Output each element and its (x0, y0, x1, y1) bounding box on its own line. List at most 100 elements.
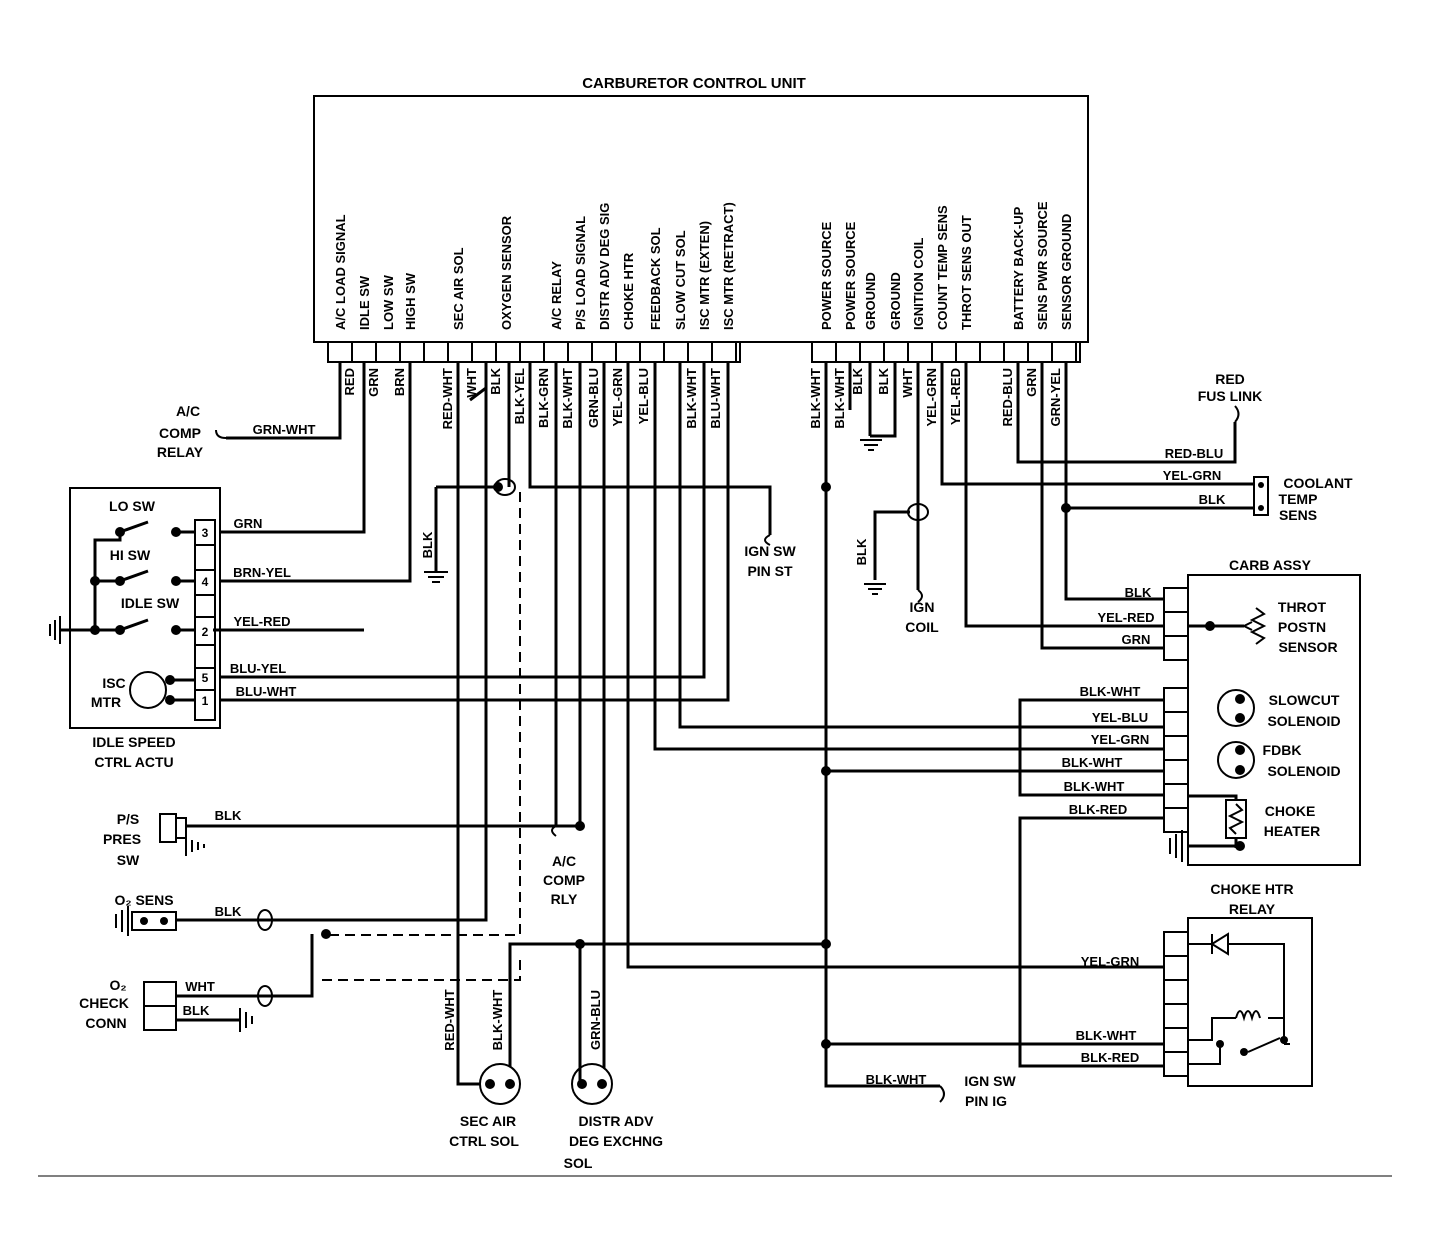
ac-comp-relay: A/C COMP RELAY GRN-WHT (157, 403, 316, 460)
switch-contacts (119, 520, 195, 632)
o2-sens: O₂ SENS BLK (114, 892, 242, 936)
carb-wire-blk-wht-3: BLK-WHT (1064, 779, 1125, 794)
wire-brn-yel: BRN-YEL (233, 565, 291, 580)
ign-coil: BLK IGN COIL (854, 538, 939, 635)
pin-label-left-8: DISTR ADV DEG SIG (597, 203, 612, 330)
wire-label-top-left-5: BLK (488, 367, 503, 394)
idle-speed-ctrl-actu: LO SW HI SW IDLE SW 3 4 2 5 1 ISC MTR ID… (49, 487, 364, 770)
control-unit-title: CARBURETOR CONTROL UNIT (582, 75, 806, 92)
coolant-1: COOLANT (1283, 475, 1353, 491)
ign-coil-ground-label: BLK (854, 538, 869, 565)
pin-label-right-4: IGNITION COIL (911, 238, 926, 331)
carb-wire-yel-red: YEL-RED (1097, 610, 1154, 625)
ps-label-2: PRES (103, 831, 141, 847)
idle-sw-label: IDLE SW (121, 595, 180, 611)
distr-adv-label-3: SOL (564, 1155, 593, 1171)
coolant-blk: BLK (1199, 492, 1226, 507)
fus-link-wire: RED-BLU (1165, 446, 1224, 461)
o2-check-1: O₂ (109, 977, 126, 993)
ign-sw-pin-st: IGN SW PIN ST (744, 534, 796, 579)
wire-label-top-right-5: YEL-GRN (924, 368, 939, 427)
carb-wire-grn: GRN (1122, 632, 1151, 647)
wire-label-top-right-2: BLK (850, 367, 865, 394)
fus-link-2: FUS LINK (1198, 388, 1263, 404)
pin-1: 1 (202, 694, 209, 708)
o2-check-wht: WHT (185, 979, 215, 994)
choke-htr-relay: CHOKE HTR RELAY YEL-GRN BLK-WHT BLK-RED (1076, 881, 1313, 1087)
pin-label-left-7: P/S LOAD SIGNAL (573, 216, 588, 330)
ac-comp-rly: A/C COMP RLY (543, 825, 585, 907)
throt-3: SENSOR (1278, 639, 1337, 655)
ac-rly-2: COMP (543, 872, 585, 888)
pin-label-left-4: SEC AIR SOL (451, 247, 466, 330)
ac-rly-1: A/C (552, 853, 576, 869)
pin-label-left-5: OXYGEN SENSOR (499, 215, 514, 330)
ac-comp-relay-label-2: COMP (159, 425, 201, 441)
sec-air-sol-icon (479, 1063, 521, 1105)
fdbk-2: SOLENOID (1267, 763, 1340, 779)
wire-label-top-right-1: BLK-WHT (832, 368, 847, 429)
choke-relay-title-2: RELAY (1229, 901, 1276, 917)
ac-relay-connector-icon (215, 429, 227, 439)
o2-sens-label: O₂ SENS (114, 892, 173, 908)
coolant-sens-icon (1253, 476, 1269, 516)
distr-adv-label-1: DISTR ADV (579, 1113, 655, 1129)
wire-label-top-left-13: BLU-WHT (708, 368, 723, 429)
wire-label-top-left-7: BLK-GRN (536, 368, 551, 428)
ps-label-3: SW (117, 852, 140, 868)
wire-label-top-left-9: GRN-BLU (586, 368, 601, 428)
throt-1: THROT (1278, 599, 1327, 615)
blk-ground-label: BLK (420, 531, 435, 558)
pin-4: 4 (202, 575, 209, 589)
distr-adv-label-2: DEG EXCHNG (569, 1133, 663, 1149)
connector-cells (327, 341, 1081, 363)
fdbk-1: FDBK (1263, 742, 1302, 758)
wire-label-top-left-3: RED-WHT (440, 368, 455, 429)
control-unit-box (313, 95, 1089, 343)
wire-label-top-left-1: GRN (366, 368, 381, 397)
wire-blu-wht: BLU-WHT (236, 684, 297, 699)
coolant-2: TEMP (1279, 491, 1318, 507)
pin-label-right-1: POWER SOURCE (843, 221, 858, 330)
o2-check-2: CHECK (79, 995, 129, 1011)
pin-label-left-12: ISC MTR (EXTEN) (697, 221, 712, 330)
sec-air-ctrl-sol: RED-WHT BLK-WHT SEC AIR CTRL SOL (442, 989, 521, 1149)
pin-label-left-13: ISC MTR (RETRACT) (721, 202, 736, 330)
coolant-temp-sens: COOLANT TEMP SENS YEL-GRN BLK (1163, 468, 1353, 523)
relay-coil-icon (1235, 1010, 1261, 1022)
wire-label-top-left-10: YEL-GRN (610, 368, 625, 427)
isc-label: ISC (102, 675, 125, 691)
distr-adv-grn-blu: GRN-BLU (588, 990, 603, 1050)
o2-check-3: CONN (85, 1015, 126, 1031)
wire-label-top-right-6: YEL-RED (948, 368, 963, 425)
pin-label-left-6: A/C RELAY (549, 261, 564, 330)
throt-2: POSTN (1278, 619, 1326, 635)
pin-3: 3 (202, 526, 209, 540)
carb-wire-yel-grn: YEL-GRN (1091, 732, 1150, 747)
pin-label-right-9: SENSOR GROUND (1059, 214, 1074, 330)
pin-label-right-3: GROUND (888, 272, 903, 330)
ign-ig-1: IGN SW (964, 1073, 1016, 1089)
choke-relay-title-1: CHOKE HTR (1210, 881, 1293, 897)
pin-label-left-9: CHOKE HTR (621, 252, 636, 330)
wire-label-top-left-12: BLK-WHT (684, 368, 699, 429)
ac-rly-3: RLY (551, 891, 578, 907)
wire-label-top-right-3: BLK (876, 367, 891, 394)
choke-relay-box (1187, 917, 1313, 1087)
slowcut-2: SOLENOID (1267, 713, 1340, 729)
ground-icon (49, 616, 61, 644)
o2-sens-wire: BLK (215, 904, 242, 919)
ps-pres-sw: P/S PRES SW BLK (103, 808, 242, 868)
carb-wire-blk-wht-2: BLK-WHT (1062, 755, 1123, 770)
carb-assy: CARB ASSY THROT POSTN SENSOR SLOWCUT SOL… (1062, 557, 1361, 866)
carb-wire-yel-blu: YEL-BLU (1092, 710, 1148, 725)
pin-5: 5 (202, 671, 209, 685)
carb-assy-box (1187, 574, 1361, 866)
ign-ig-wire: BLK-WHT (866, 1072, 927, 1087)
wire-label-top-right-7: RED-BLU (1000, 368, 1015, 427)
